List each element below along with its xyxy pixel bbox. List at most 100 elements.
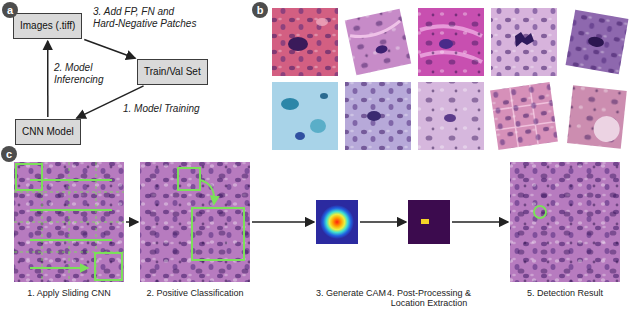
illustration-part (316, 200, 358, 244)
patch (418, 82, 484, 150)
illustration-part (16, 164, 42, 190)
illustration-part (491, 8, 557, 76)
illustration-part (510, 162, 620, 282)
step-caption: 5. Detection Result (510, 288, 620, 298)
panel-letter: c (1, 146, 17, 162)
illustration-part (14, 162, 124, 282)
box-label: Images (.tiff) (20, 20, 75, 32)
patch (567, 85, 627, 148)
illustration-part (345, 9, 411, 75)
step-caption: 1. Apply Sliding CNN (14, 288, 124, 298)
flow-arrow (84, 39, 135, 58)
location-mask (408, 200, 450, 244)
illustration-part (510, 162, 620, 282)
illustration-part (140, 162, 250, 282)
illustration-part (14, 162, 124, 282)
patch (491, 8, 557, 76)
illustration-part (367, 111, 381, 121)
edge-label: 1. Model Training (122, 103, 201, 115)
process-box: CNN Model (15, 119, 81, 145)
edge-label: 2. Model Inferencing (53, 62, 111, 86)
patch (418, 8, 484, 76)
illustration-part (349, 21, 402, 40)
illustration-part (272, 8, 338, 76)
process-box: Train/Val Set (137, 59, 208, 85)
patch (345, 9, 411, 75)
illustration-part (490, 82, 558, 150)
illustration-part (567, 85, 627, 148)
panel-letter: b (252, 2, 268, 18)
illustration-part (444, 114, 456, 122)
illustration-part (200, 180, 214, 204)
illustration-part (272, 8, 338, 76)
illustration-part (592, 115, 621, 144)
image-panel: 5. Detection Result (510, 162, 620, 282)
illustration-part (418, 8, 484, 76)
classification-image (140, 162, 250, 282)
step-caption: 4. Post-Processing & Location Extraction (379, 288, 479, 308)
illustration-part (490, 82, 558, 150)
illustration-part (316, 18, 328, 26)
flow-arrow (452, 221, 508, 223)
image-panel: 1. Apply Sliding CNN (14, 162, 124, 282)
histology-patches (272, 8, 628, 150)
image-panel: 4. Post-Processing & Location Extraction (408, 200, 450, 244)
panel-letter: a (2, 2, 18, 18)
illustration-part (320, 93, 328, 99)
illustration-part (408, 200, 450, 244)
illustration-part (192, 208, 244, 260)
illustration-part (418, 8, 484, 76)
detection-image (510, 162, 620, 282)
illustration-part (14, 162, 124, 282)
patch (566, 10, 629, 75)
flow-arrow (252, 221, 314, 223)
illustration-part (491, 8, 557, 76)
flow-arrow (47, 41, 49, 117)
illustration-part (14, 162, 124, 282)
illustration-part (140, 162, 250, 282)
illustration-part (310, 119, 326, 133)
illustration-part (178, 168, 200, 190)
process-box: Images (.tiff) (13, 13, 82, 39)
box-label: CNN Model (22, 126, 74, 138)
illustration-part (421, 219, 429, 224)
step-caption: 2. Positive Classification (140, 288, 250, 298)
edge-label: 3. Add FP, FN and Hard-Negative Patches (92, 6, 200, 30)
patch (272, 8, 338, 76)
flow-arrow (360, 221, 406, 223)
illustration-part (345, 82, 411, 150)
illustration-part (439, 39, 453, 49)
illustration-part (418, 82, 484, 150)
image-panel: 3. Generate CAM (316, 200, 358, 244)
patch (272, 82, 338, 150)
patch (345, 82, 411, 150)
illustration-part (515, 32, 534, 47)
illustration-part (566, 10, 629, 75)
illustration-part (534, 206, 546, 218)
illustration-part (418, 82, 484, 150)
box-label: Train/Val Set (144, 66, 201, 78)
illustration-part (345, 9, 411, 75)
image-panel: 2. Positive Classification (140, 162, 250, 282)
illustration-part (587, 36, 604, 49)
illustration-part (272, 82, 338, 150)
illustration-part (566, 10, 629, 75)
patch (490, 82, 558, 150)
illustration-part (95, 253, 122, 280)
illustration-part (281, 98, 299, 110)
sliding-window-image (14, 162, 124, 282)
illustration-part (140, 162, 250, 282)
step-caption: 3. Generate CAM (316, 288, 358, 298)
illustration-part (567, 85, 627, 148)
cam-heatmap (316, 200, 358, 244)
illustration-part (30, 180, 112, 268)
illustration-part (288, 37, 308, 51)
illustration-part (375, 44, 388, 54)
flow-arrow (126, 221, 138, 223)
illustration-part (490, 82, 558, 150)
illustration-part (345, 82, 411, 150)
